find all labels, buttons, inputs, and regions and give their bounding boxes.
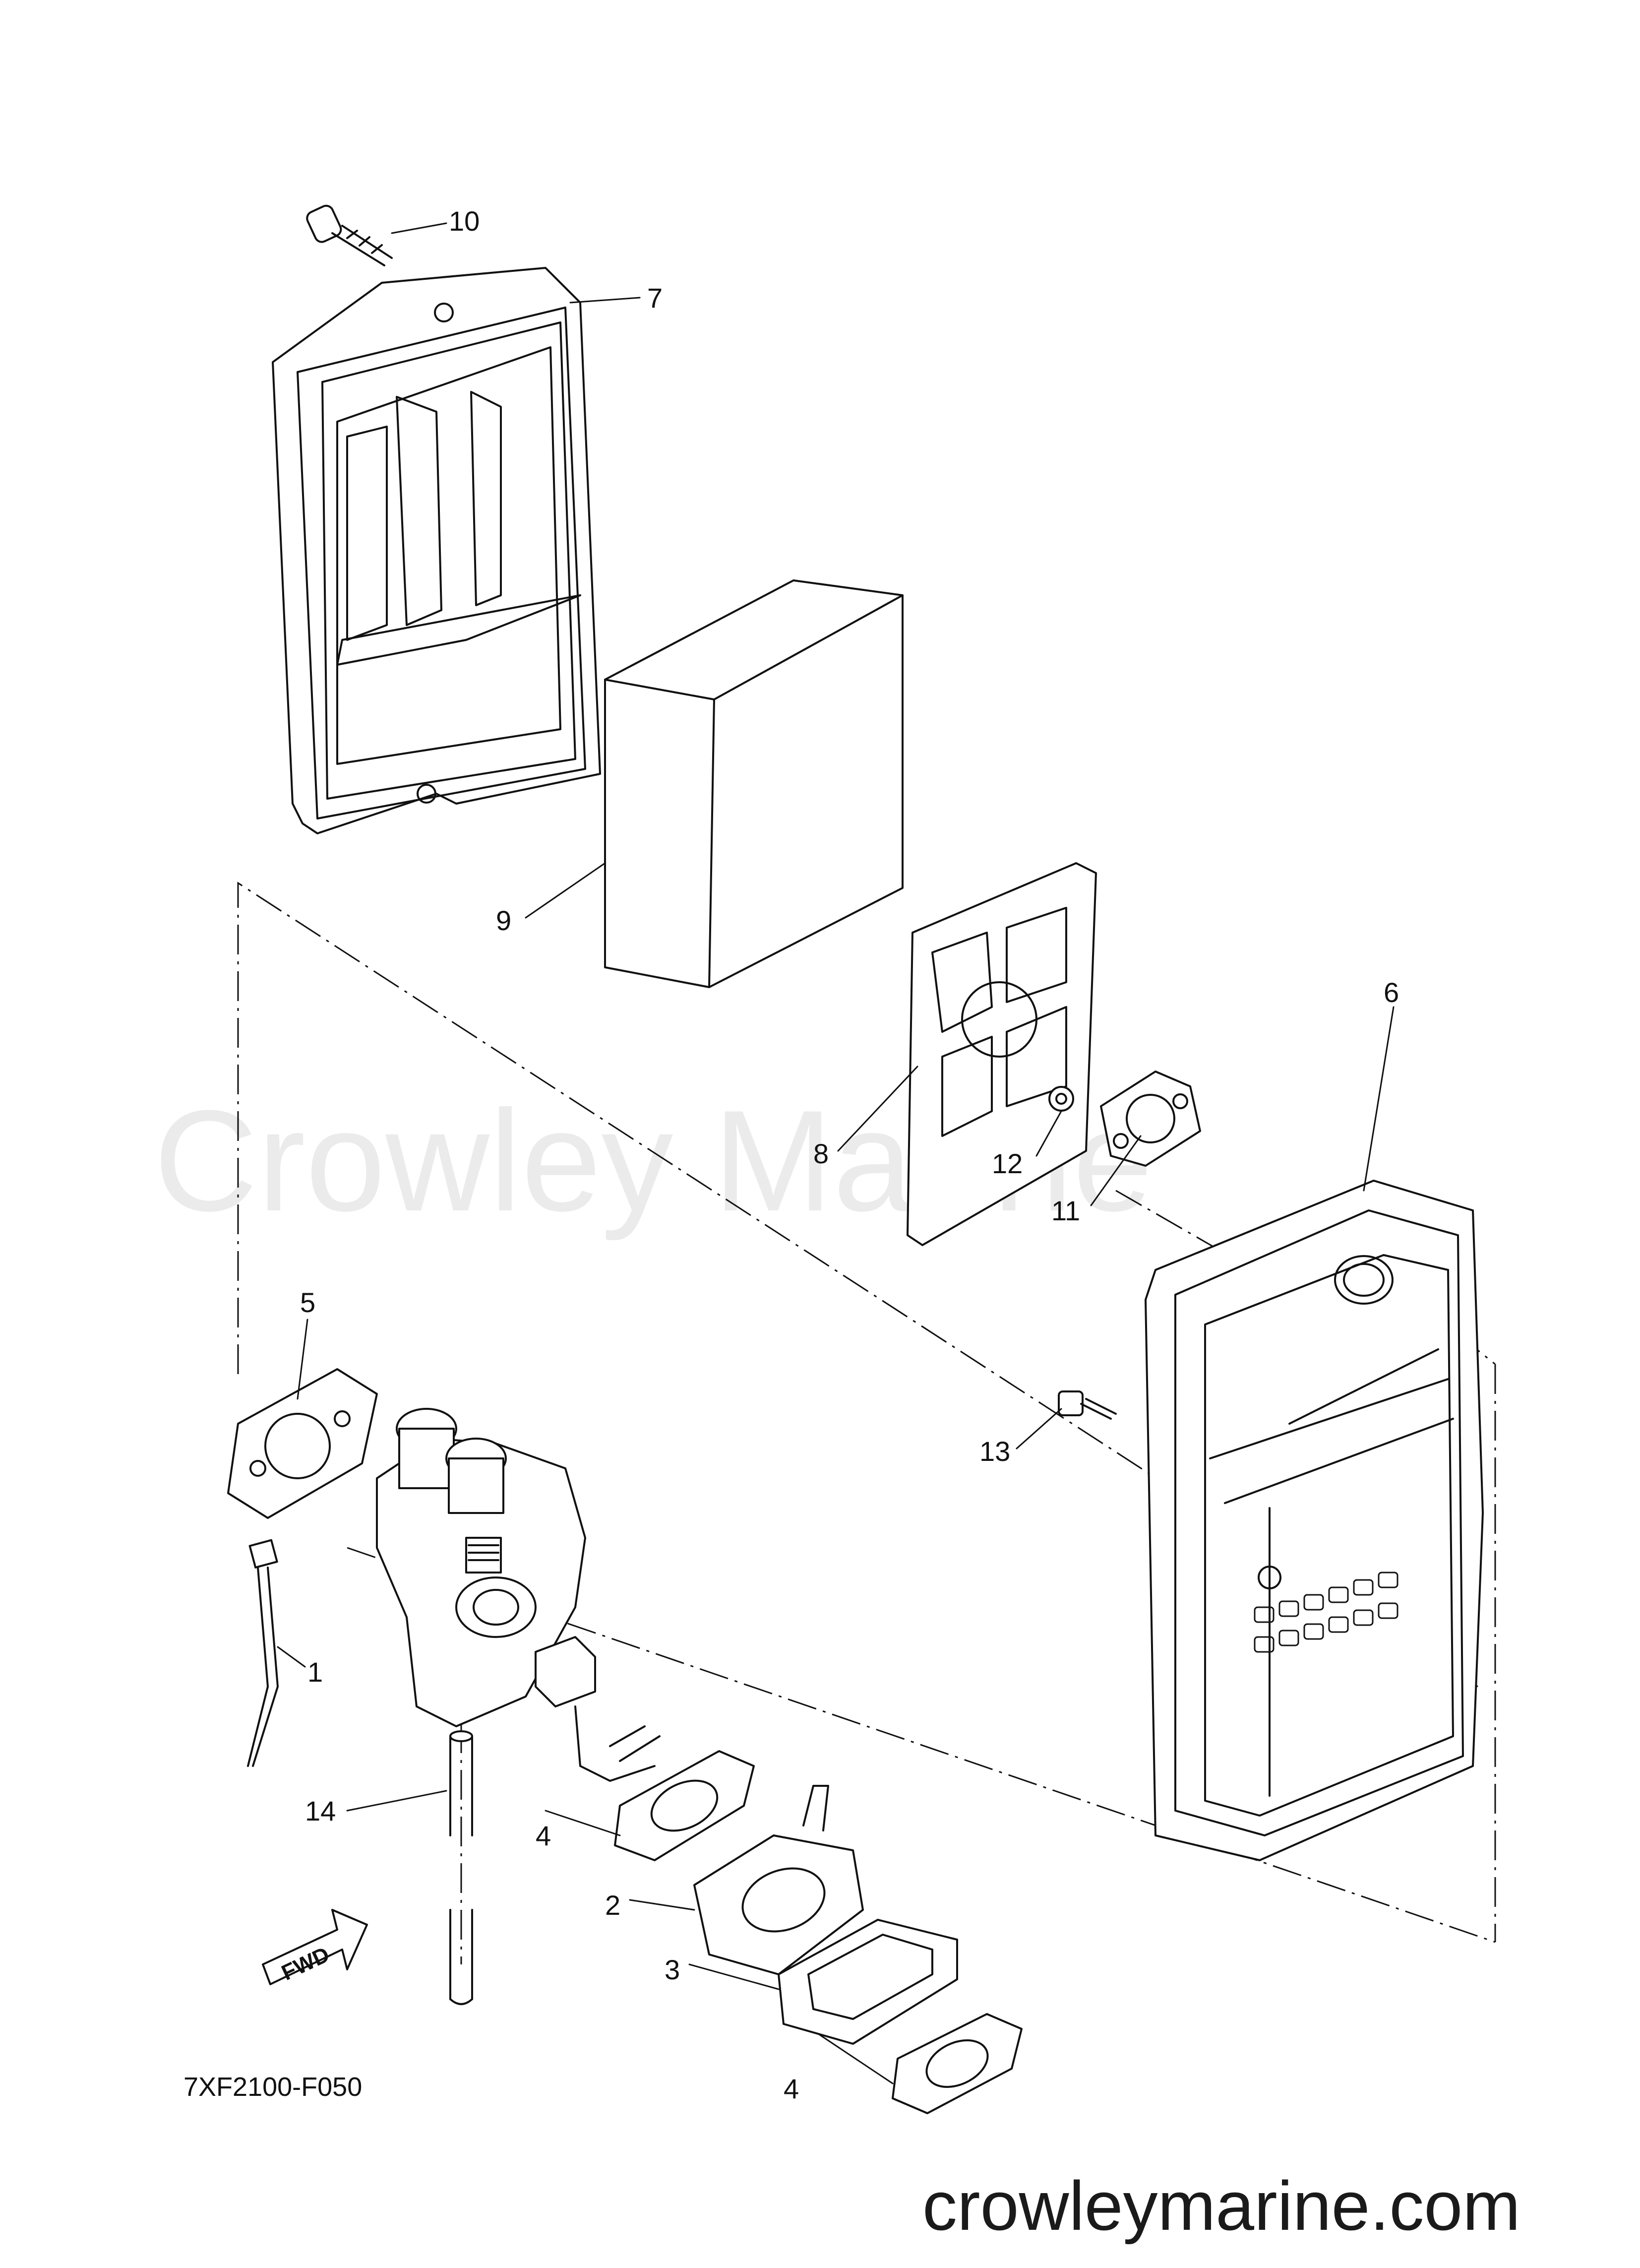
part-8-gasket — [907, 862, 1097, 1246]
callout-2: 2 — [605, 1890, 620, 1921]
part-5-gasket — [227, 1368, 378, 1519]
callout-12: 12 — [992, 1148, 1023, 1179]
part-3-insulator — [778, 1919, 958, 2045]
callout-1: 1 — [307, 1656, 323, 1688]
callout-8: 8 — [813, 1138, 829, 1169]
callout-5: 5 — [300, 1287, 315, 1318]
callout-3: 3 — [665, 1954, 680, 1985]
callout-4b: 4 — [784, 2073, 799, 2104]
intake-box-vents — [1254, 1572, 1398, 1653]
part-7-intake-cover — [272, 267, 601, 834]
callout-6: 6 — [1384, 977, 1399, 1008]
part-2-intake-joint — [693, 1785, 864, 1975]
callout-14: 14 — [305, 1795, 336, 1827]
part-11-gasket — [1100, 1071, 1201, 1167]
callout-labels: 10 7 9 8 6 12 11 13 5 1 14 4 2 3 4 — [300, 205, 1399, 2104]
part-9-filter-element — [604, 579, 904, 988]
callout-leaders — [277, 222, 1395, 2084]
callout-4a: 4 — [536, 1820, 551, 1851]
part-4-gasket-upper — [614, 1750, 755, 1861]
callout-13: 13 — [979, 1436, 1010, 1467]
part-1-cable-tie — [247, 1539, 279, 1767]
part-12-nut — [1048, 1086, 1074, 1112]
part-6-intake-box — [1145, 1180, 1484, 1861]
diagram-code: 7XF2100-F050 — [183, 2072, 362, 2102]
callout-10: 10 — [449, 205, 480, 237]
callout-11: 11 — [1051, 1195, 1080, 1226]
callout-9: 9 — [496, 905, 511, 936]
part-14-hose — [449, 1730, 473, 2005]
part-10-screw — [306, 204, 393, 266]
part-13-bolt — [1058, 1390, 1117, 1420]
carburetor-assembly — [376, 1408, 661, 1782]
part-4-gasket-lower — [892, 2013, 1023, 2114]
fwd-arrow-icon: FWD — [262, 1909, 368, 1985]
footer-url: crowleymarine.com — [922, 2167, 1520, 2245]
callout-7: 7 — [647, 282, 663, 314]
